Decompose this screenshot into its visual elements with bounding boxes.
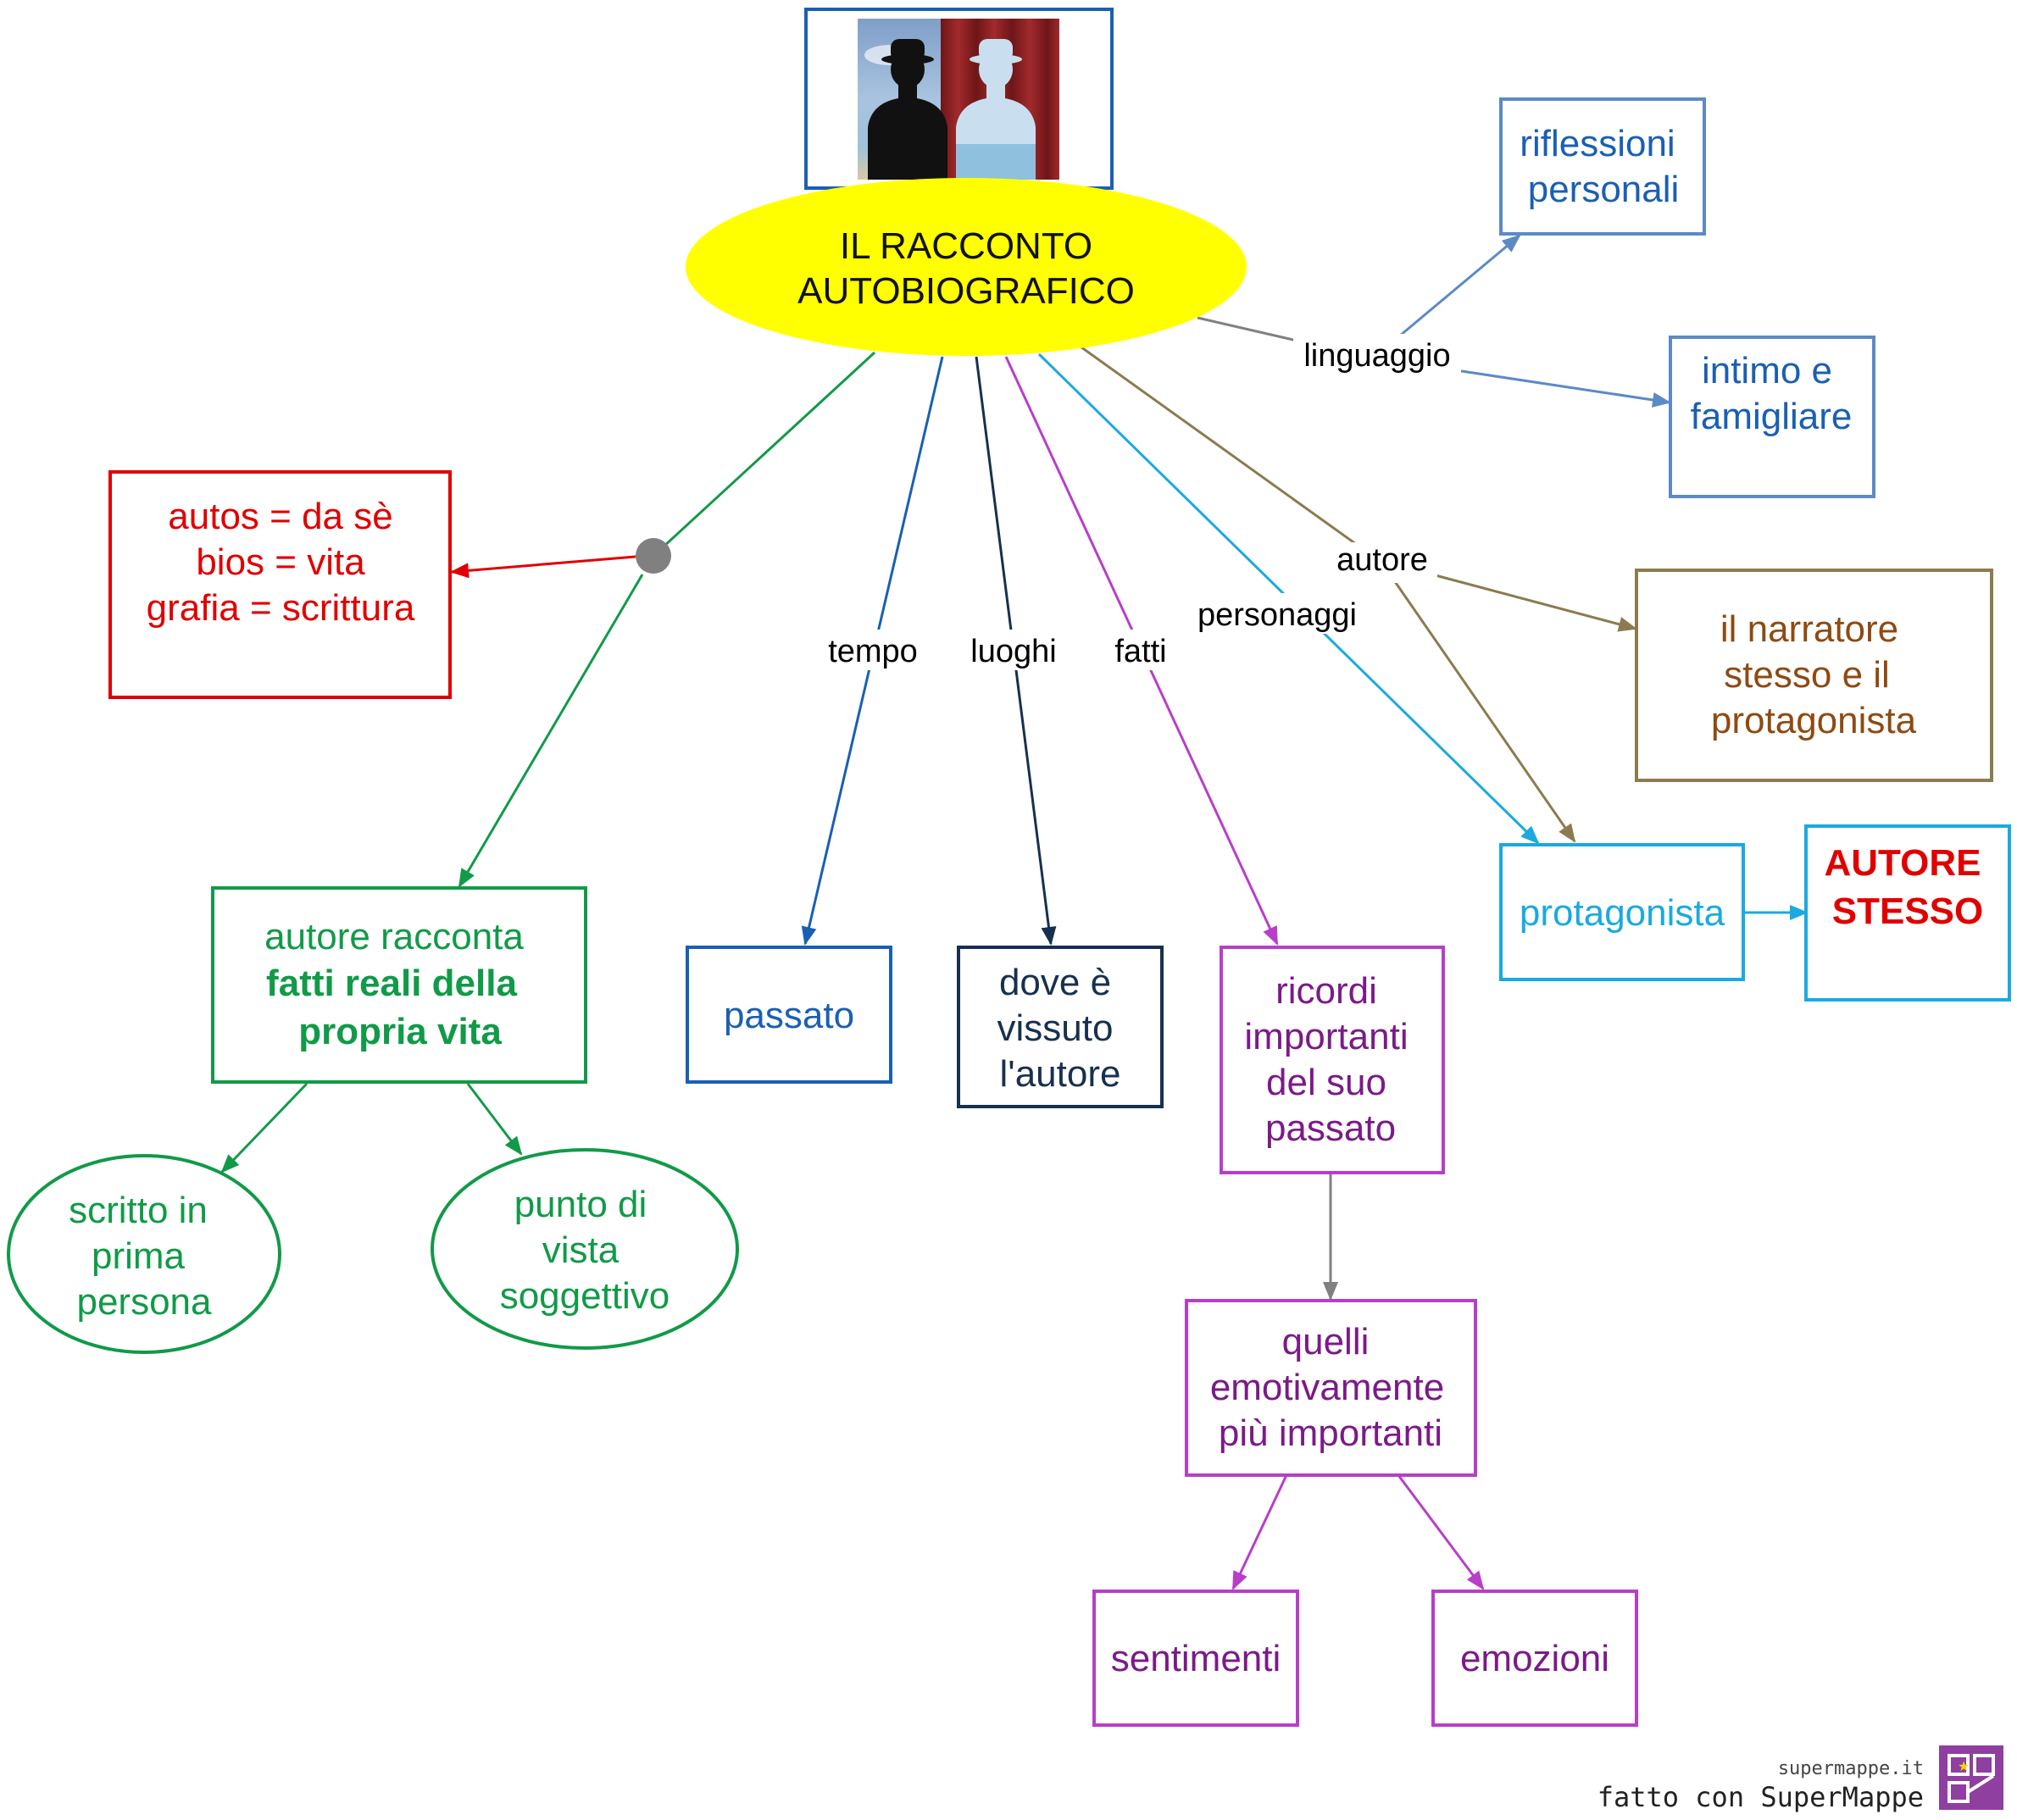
edge-title-linguaggio xyxy=(1197,316,1297,342)
author-self-line-2: STESSO xyxy=(1832,891,1984,932)
edge-linguaggio-intimate xyxy=(1455,369,1671,408)
reflections-line-2: personali xyxy=(1528,169,1680,210)
reflections-line-1: riflessioni xyxy=(1520,123,1675,164)
where-line-3: l'autore xyxy=(1000,1053,1121,1095)
etymology-line-3: grafia = scrittura xyxy=(147,587,415,629)
subjective-line-2: vista xyxy=(542,1229,620,1271)
supermappe-credit: supermappe.it fatto con SuperMappe ★ xyxy=(1597,1745,2003,1813)
subjective-line-3: soggettivo xyxy=(500,1275,670,1317)
real-facts-line-2: fatti reali della xyxy=(266,963,517,1004)
credit-made-with: fatto con SuperMappe xyxy=(1597,1781,1924,1813)
edge-label-tempo: tempo xyxy=(828,634,918,669)
reflections-node[interactable]: riflessioni personali xyxy=(1499,97,1706,236)
edge-label-personaggi: personaggi xyxy=(1197,597,1357,633)
edge-junction-realfacts xyxy=(458,574,644,888)
emotional-line-1: quelli xyxy=(1282,1321,1370,1362)
protagonist-label: protagonista xyxy=(1520,892,1725,934)
credit-site: supermappe.it xyxy=(1778,1758,1924,1779)
edge-autore-protagonist xyxy=(1392,580,1576,843)
edge-autore-narrator xyxy=(1431,573,1637,632)
author-self-line-1: AUTORE xyxy=(1825,842,1981,884)
subjective-node[interactable]: punto di vista soggettivo xyxy=(431,1148,739,1350)
first-person-node[interactable]: scritto in prima persona xyxy=(7,1154,281,1354)
memories-line-1: ricordi xyxy=(1275,970,1377,1012)
edge-label-autore: autore xyxy=(1336,542,1428,578)
supermappe-logo-icon: ★ xyxy=(1939,1745,2003,1810)
intimate-line-2: famigliare xyxy=(1691,396,1853,437)
edge-realfacts-firstperson xyxy=(220,1082,308,1174)
edge-labels: linguaggio tempo luoghi fatti personaggi… xyxy=(818,334,1461,670)
edge-title-autore-junction xyxy=(1077,343,1384,565)
feelings-node[interactable]: sentimenti xyxy=(1092,1590,1299,1727)
edge-label-luoghi: luoghi xyxy=(970,634,1056,669)
memories-line-3: del suo xyxy=(1266,1062,1386,1103)
edge-linguaggio-reflections xyxy=(1399,234,1521,337)
first-person-line-1: scritto in xyxy=(69,1190,208,1231)
memories-line-2: importanti xyxy=(1244,1016,1408,1057)
painting-image xyxy=(804,8,1114,190)
etymology-node[interactable]: autos = da sè bios = vita grafia = scrit… xyxy=(108,470,452,699)
real-facts-line-1: autore racconta xyxy=(264,916,524,957)
where-line-1: dove è xyxy=(999,962,1111,1003)
edge-emotional-emotions xyxy=(1397,1474,1485,1590)
title-node[interactable]: IL RACCONTO AUTOBIOGRAFICO xyxy=(686,178,1247,356)
intimate-node[interactable]: intimo e famigliare xyxy=(1669,336,1875,498)
emotions-label: emozioni xyxy=(1460,1638,1609,1679)
narrator-node[interactable]: il narratore stesso e il protagonista xyxy=(1635,569,1993,782)
where-line-2: vissuto xyxy=(997,1007,1114,1049)
edge-title-junction xyxy=(661,351,876,549)
past-node[interactable]: passato xyxy=(686,946,892,1084)
protagonist-node[interactable]: protagonista xyxy=(1499,843,1745,981)
edge-junction-etymology xyxy=(450,555,636,579)
first-person-line-3: persona xyxy=(76,1281,212,1323)
past-label: passato xyxy=(724,995,854,1036)
emotional-node[interactable]: quelli emotivamente più importanti xyxy=(1185,1299,1477,1477)
etymology-line-1: autos = da sè xyxy=(168,496,392,537)
title-line-2: AUTOBIOGRAFICO xyxy=(797,270,1135,312)
subjective-line-1: punto di xyxy=(514,1184,647,1225)
etymology-line-2: bios = vita xyxy=(196,541,365,583)
author-self-node[interactable]: AUTORE STESSO xyxy=(1804,824,2011,1002)
real-facts-line-3: propria vita xyxy=(298,1011,502,1052)
narrator-line-3: protagonista xyxy=(1711,700,1917,741)
junction-dot xyxy=(636,538,671,574)
intimate-line-1: intimo e xyxy=(1702,350,1832,391)
emotions-node[interactable]: emozioni xyxy=(1431,1590,1638,1727)
title-line-1: IL RACCONTO xyxy=(840,225,1092,267)
memories-node[interactable]: ricordi importanti del suo passato xyxy=(1220,946,1445,1174)
narrator-line-2: stesso e il xyxy=(1724,654,1890,696)
real-facts-node[interactable]: autore racconta fatti reali della propri… xyxy=(211,886,587,1084)
memories-line-4: passato xyxy=(1265,1107,1396,1149)
emotional-line-2: emotivamente xyxy=(1210,1367,1444,1408)
feelings-label: sentimenti xyxy=(1111,1638,1281,1679)
emotional-line-3: più importanti xyxy=(1219,1412,1442,1454)
first-person-line-2: prima xyxy=(92,1235,186,1277)
edge-emotional-feelings xyxy=(1231,1474,1288,1590)
where-node[interactable]: dove è vissuto l'autore xyxy=(957,946,1164,1108)
narrator-line-1: il narratore xyxy=(1720,608,1898,650)
edge-label-fatti: fatti xyxy=(1114,634,1166,669)
edge-realfacts-subjective xyxy=(466,1083,523,1156)
svg-text:★: ★ xyxy=(1958,1758,1970,1774)
edge-label-linguaggio: linguaggio xyxy=(1303,338,1450,374)
